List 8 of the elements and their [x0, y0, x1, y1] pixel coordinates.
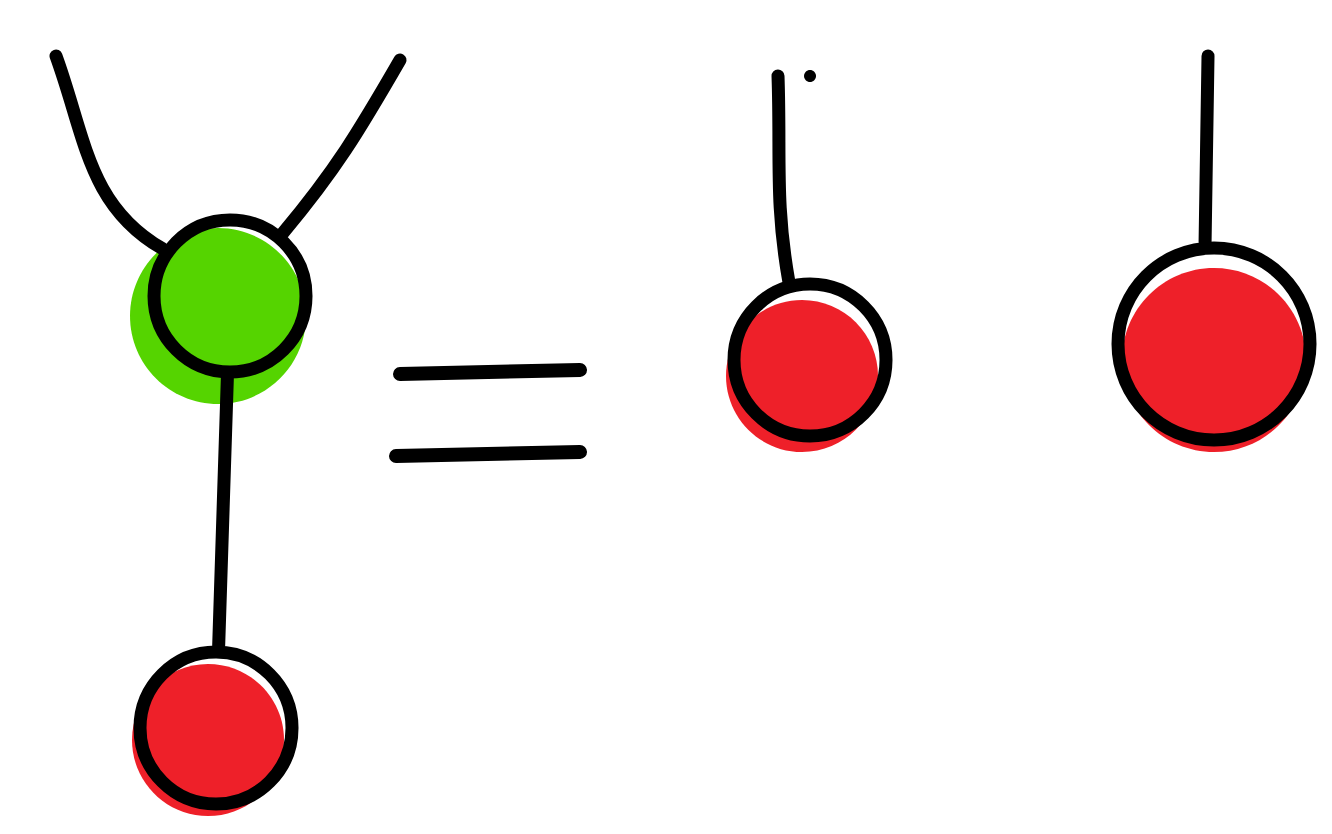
line — [49, 49, 169, 256]
line — [1198, 49, 1215, 249]
line — [771, 69, 796, 287]
line — [276, 53, 407, 240]
circle-node — [130, 213, 313, 404]
circle-node — [132, 645, 299, 816]
circle-node — [1111, 241, 1317, 452]
circle-node — [726, 277, 893, 452]
